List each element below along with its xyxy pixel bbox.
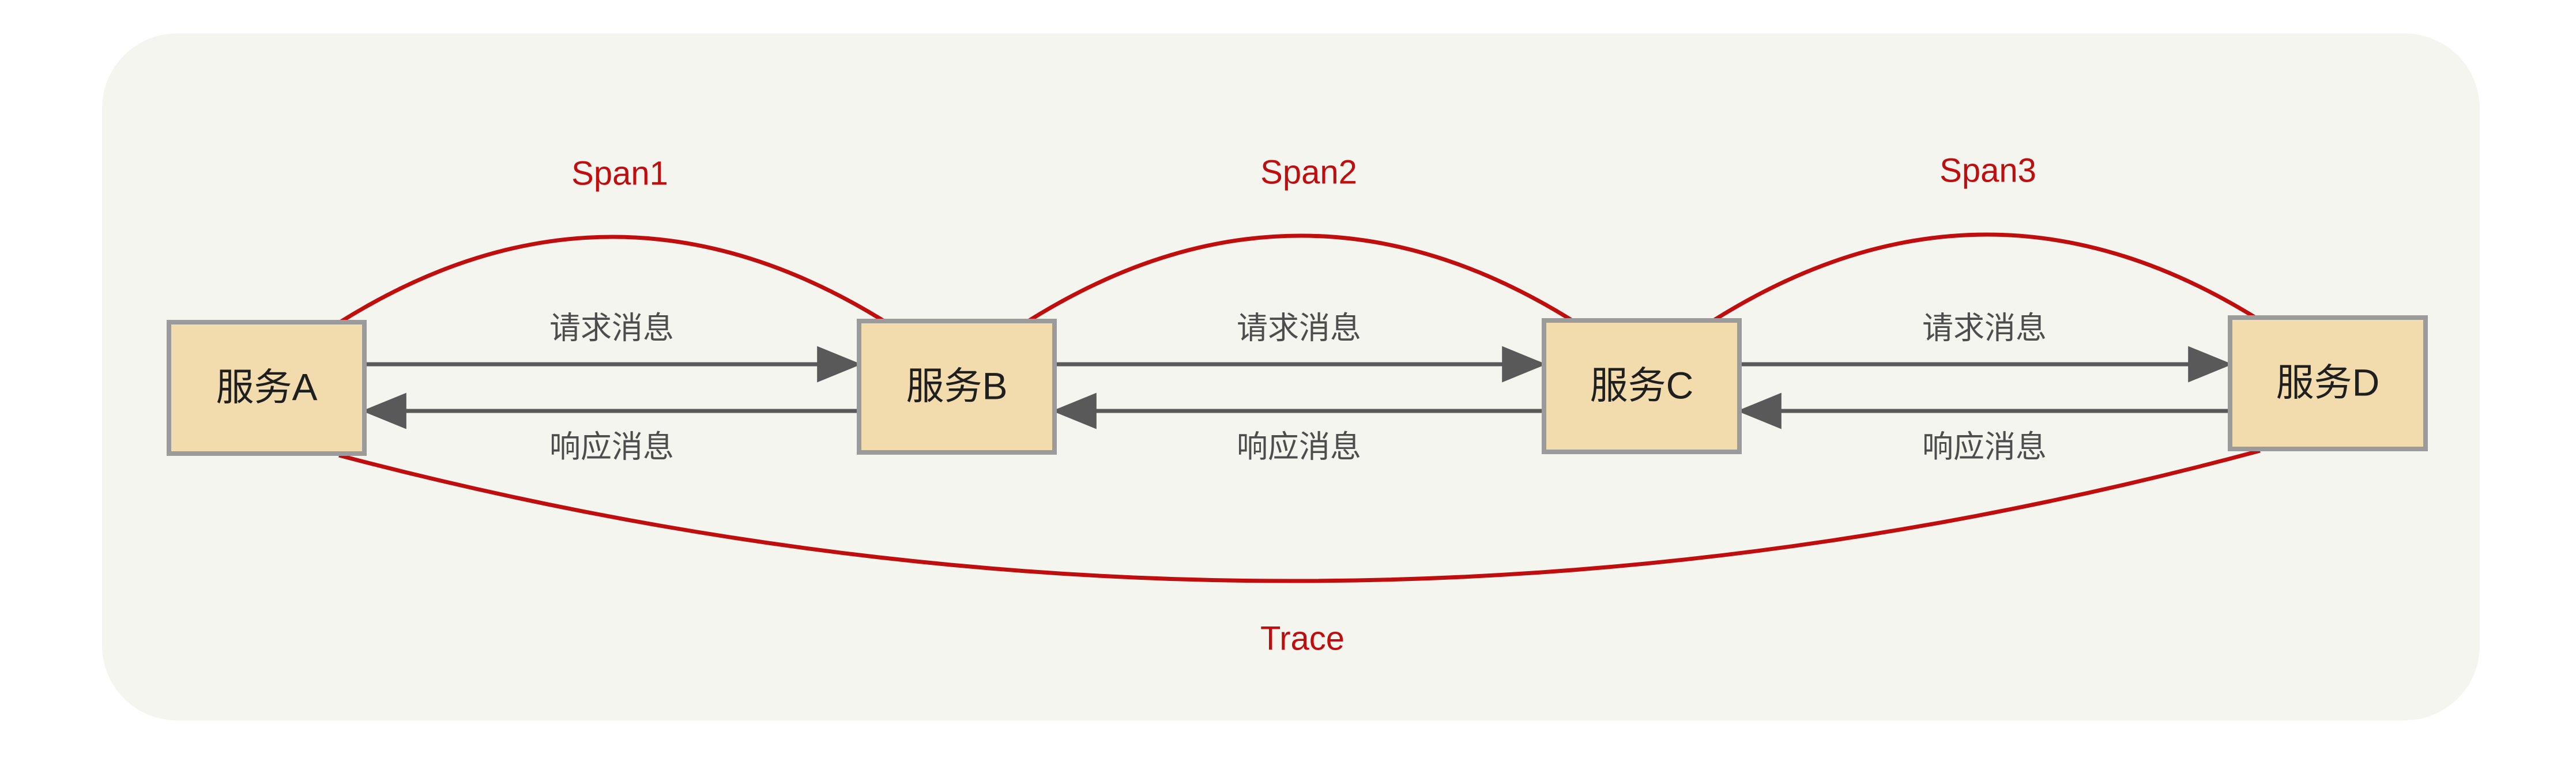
node-service-c[interactable]: 服务C (1542, 318, 1742, 454)
node-service-a-label: 服务A (216, 365, 317, 408)
panel-background (102, 33, 2480, 720)
span2-label: Span2 (1260, 153, 1357, 191)
response-label-b-c: 响应消息 (1237, 429, 1361, 464)
request-label-c-d: 请求消息 (1922, 311, 2047, 345)
node-service-b[interactable]: 服务B (857, 319, 1057, 455)
node-service-a[interactable]: 服务A (167, 320, 367, 456)
span-labels: Span1 Span2 Span3 Trace (571, 152, 2036, 657)
span3-label: Span3 (1939, 152, 2036, 189)
span-arcs (338, 232, 2261, 324)
message-arrows (361, 346, 2233, 429)
node-service-d[interactable]: 服务D (2228, 315, 2428, 451)
span3-arc (1712, 232, 2261, 322)
span2-arc (1026, 233, 1575, 323)
node-service-a-box[interactable] (167, 320, 367, 456)
request-label-a-b: 请求消息 (549, 311, 674, 345)
span1-label: Span1 (571, 154, 668, 192)
response-label-a-b: 响应消息 (549, 429, 674, 464)
request-label-b-c: 请求消息 (1237, 311, 1361, 345)
trace-label: Trace (1260, 620, 1345, 657)
node-service-c-label: 服务C (1590, 364, 1694, 406)
node-service-d-label: 服务D (2276, 361, 2380, 403)
service-nodes: 服务A 服务B 服务C 服务D (167, 315, 2428, 456)
trace-arc (338, 448, 2261, 583)
response-label-c-d: 响应消息 (1922, 429, 2047, 464)
node-service-d-box[interactable] (2228, 315, 2428, 451)
edge-labels: 请求消息 响应消息 请求消息 响应消息 请求消息 响应消息 (549, 311, 2047, 464)
node-service-b-label: 服务B (906, 364, 1007, 407)
node-service-c-box[interactable] (1542, 318, 1742, 454)
span1-arc (338, 235, 888, 324)
node-service-b-box[interactable] (857, 319, 1057, 455)
